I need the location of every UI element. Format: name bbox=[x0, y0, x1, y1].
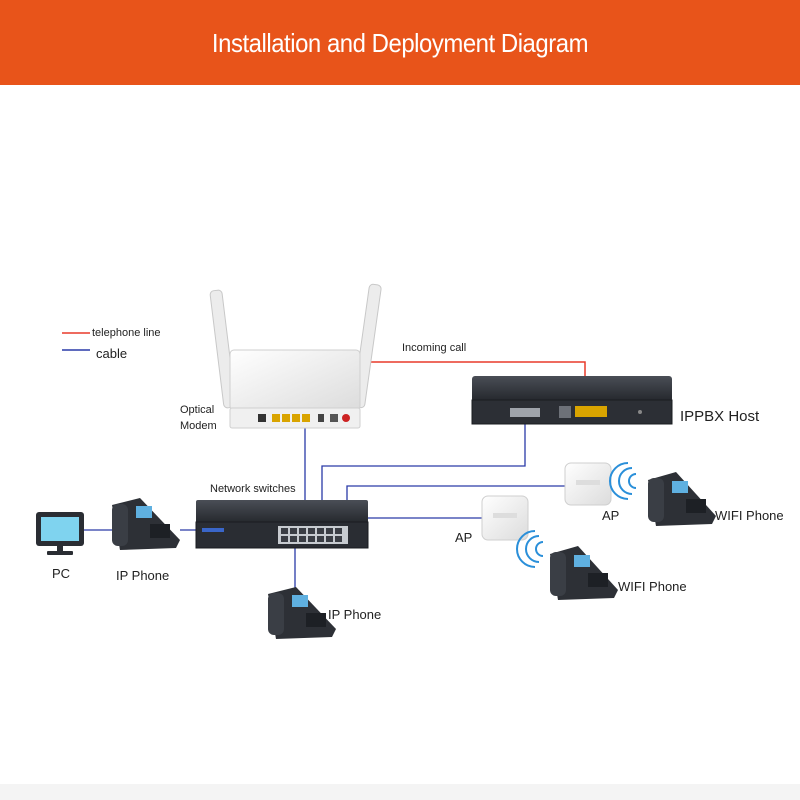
optical-modem-label-line1: Optical bbox=[180, 404, 215, 416]
header-banner: Installation and Deployment Diagram bbox=[0, 0, 800, 85]
page-title: Installation and Deployment Diagram bbox=[211, 28, 589, 58]
cable-ippbx-to-switch bbox=[321, 418, 526, 520]
ip-phone-left-icon bbox=[112, 498, 180, 550]
wifi-phone-middle-label: WIFI Phone bbox=[618, 579, 687, 594]
cable-ap-upper-to-switch bbox=[346, 485, 565, 520]
ip-phone-bottom-label: IP Phone bbox=[328, 607, 382, 622]
optical-modem bbox=[209, 283, 382, 429]
legend-telephone-line-label: telephone line bbox=[92, 327, 161, 339]
incoming-call-label: Incoming call bbox=[402, 342, 467, 354]
ippbx-host bbox=[471, 376, 673, 425]
network-switches-label: Network switches bbox=[210, 483, 296, 495]
ap-upper-label: AP bbox=[602, 508, 620, 523]
pc-label: PC bbox=[52, 566, 71, 581]
wifi-phone-middle-icon bbox=[550, 546, 618, 600]
legend-cable-label: cable bbox=[96, 346, 128, 361]
wifi-signal-middle-icon bbox=[516, 530, 544, 568]
ip-phone-bottom-icon bbox=[268, 587, 336, 639]
ap-lower-label: AP bbox=[455, 530, 473, 545]
pc-monitor-icon bbox=[36, 512, 84, 555]
wifi-phone-right-label: WIFI Phone bbox=[715, 508, 784, 523]
legend bbox=[62, 332, 90, 351]
ippbx-host-label: IPPBX Host bbox=[680, 408, 760, 425]
wifi-signal-right-icon bbox=[609, 462, 637, 500]
ap-upper-icon bbox=[564, 462, 612, 506]
ip-phone-left-label: IP Phone bbox=[116, 568, 170, 583]
network-switch bbox=[195, 500, 369, 549]
wifi-phone-right-icon bbox=[648, 472, 716, 526]
bottom-strip bbox=[0, 784, 800, 800]
ap-lower-icon bbox=[481, 495, 529, 541]
optical-modem-label-line2: Modem bbox=[180, 420, 217, 432]
